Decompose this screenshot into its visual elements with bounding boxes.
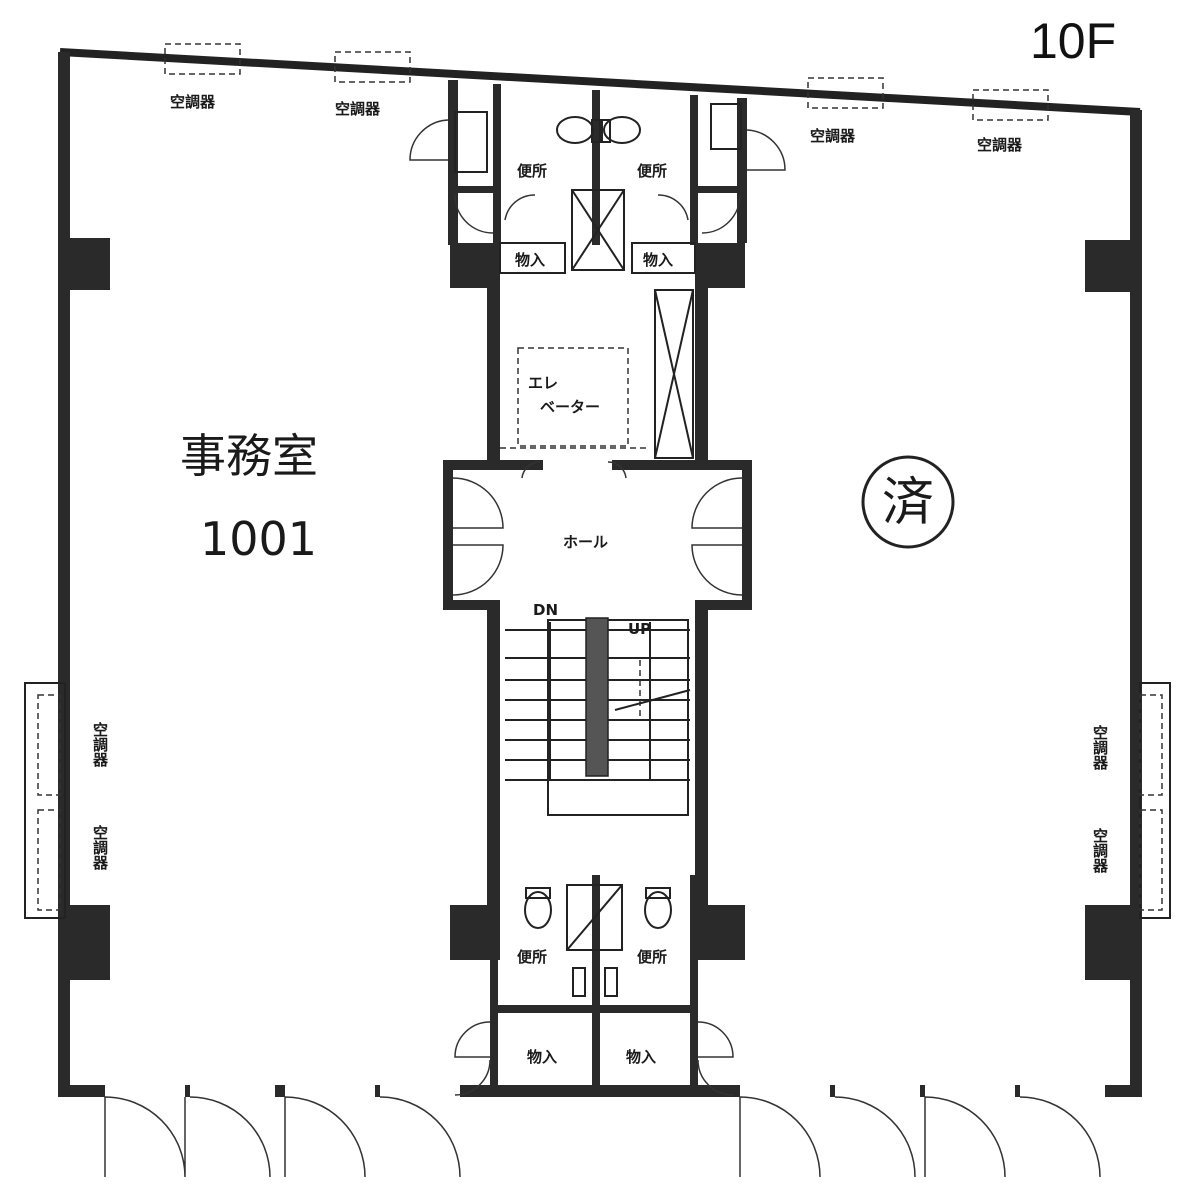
- floor-label: 10F: [1030, 13, 1116, 69]
- toilet-label-lower-left: 便所: [517, 948, 547, 966]
- toilet-label-upper-right: 便所: [637, 162, 667, 180]
- storage-label-lower-left: 物入: [527, 1048, 557, 1066]
- upper-restrooms: [409, 103, 786, 274]
- vacancy-mark: 済: [861, 455, 955, 549]
- staircase: [505, 617, 691, 816]
- office-room-type: 事務室: [180, 429, 318, 483]
- storage-label-lower-right: 物入: [626, 1048, 656, 1066]
- elevator: [500, 289, 694, 479]
- office-room-number: 1001: [200, 512, 317, 566]
- elevator-label-1: エレ: [528, 374, 558, 392]
- lower-restrooms: [454, 884, 734, 1096]
- aircon-label-right-1: 空調器: [1091, 724, 1109, 771]
- aircon-label-left-1: 空調器: [91, 721, 109, 768]
- stairs-up-label: UP: [628, 620, 651, 638]
- storage-label-upper-right: 物入: [643, 251, 673, 269]
- hall-label: ホール: [563, 533, 608, 551]
- aircon-label-top-1: 空調器: [170, 93, 216, 111]
- side-aircon-units: [24, 682, 1171, 919]
- aircon-label-top-4: 空調器: [977, 136, 1023, 154]
- stairs-down-label: DN: [533, 601, 558, 619]
- aircon-label-top-2: 空調器: [335, 100, 381, 118]
- aircon-label-left-2: 空調器: [91, 824, 109, 871]
- vacancy-mark-text: 済: [882, 473, 934, 533]
- toilet-label-upper-left: 便所: [517, 162, 547, 180]
- aircon-label-top-3: 空調器: [810, 127, 856, 145]
- elevator-label-2: ベーター: [540, 398, 600, 416]
- hall: [452, 477, 743, 596]
- aircon-label-right-2: 空調器: [1091, 827, 1109, 874]
- top-aircon-units: [164, 43, 1049, 121]
- bottom-doors: [104, 1084, 1105, 1178]
- core-walls: [443, 80, 752, 1095]
- storage-label-upper-left: 物入: [515, 251, 545, 269]
- toilet-label-lower-right: 便所: [637, 948, 667, 966]
